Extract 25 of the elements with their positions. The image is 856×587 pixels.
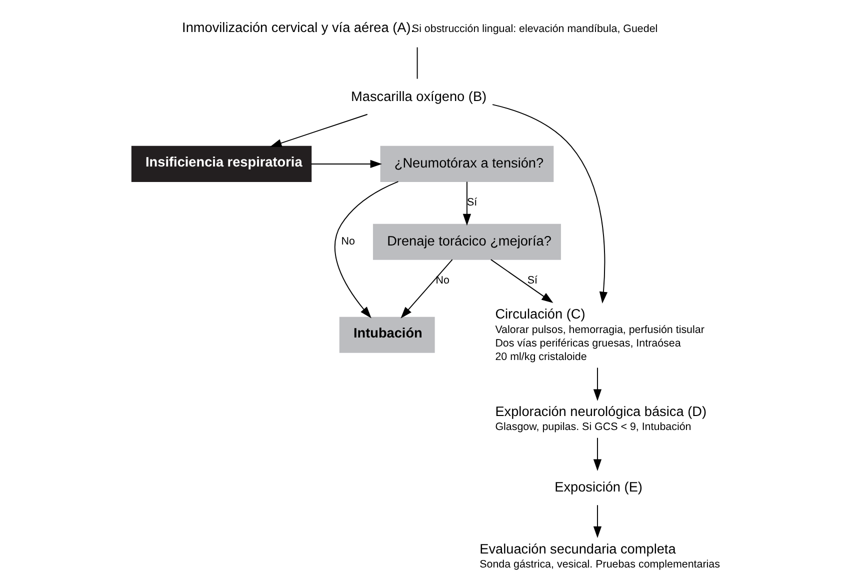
arrow — [593, 437, 602, 471]
arrow — [270, 114, 368, 148]
node-text: Circulación (C) Valorar pulsos, hemorragia, perfusión tisular Dos vías periféricas gruesas, Intraósea 20 ml/kg cristaloide — [495, 306, 704, 364]
node-text: Exposición (E) — [554, 479, 642, 494]
connector — [416, 46, 418, 80]
arrow — [492, 104, 608, 304]
edge-label: No — [436, 274, 450, 287]
arrow — [334, 181, 399, 318]
arrow — [593, 367, 602, 401]
node-text: Evaluación secundaria completa Sonda gástrica, vesical. Pruebas complementarias — [480, 541, 720, 570]
arrow — [400, 259, 453, 318]
node-text: Mascarilla oxígeno (B) — [351, 88, 487, 104]
node-text: Inmovilización cervical y vía aérea (A).Si obstrucción lingual: elevación mandíbula, Guedel — [182, 20, 658, 36]
arrow — [462, 181, 472, 226]
node-text: Exploración neurológica básica (D) Glasgow, pupilas. Si GCS < 9, Intubación — [495, 404, 707, 434]
node-box: Intubación — [339, 316, 435, 353]
edge-label: Sí — [466, 196, 478, 209]
edge-label: Sí — [527, 274, 538, 287]
node-box: Insificiencia respiratoria — [131, 146, 312, 182]
node-box: ¿Neumotórax a tensión? — [380, 146, 554, 182]
node-box: Drenaje torácico ¿mejoría? — [372, 224, 561, 260]
arrow — [490, 259, 554, 304]
edge-label: No — [341, 236, 355, 248]
arrow — [593, 504, 602, 538]
arrow — [310, 160, 382, 168]
